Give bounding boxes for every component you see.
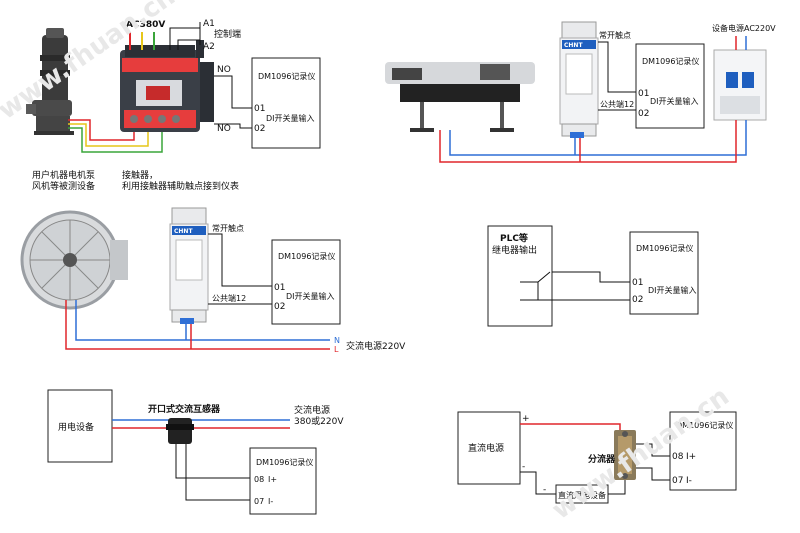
relay-image: CHNT bbox=[559, 21, 599, 138]
plc-label-2: 继电器输出 bbox=[492, 244, 537, 256]
pin-07-label: 07 bbox=[254, 497, 264, 506]
pin-01-label: 01 bbox=[274, 283, 285, 293]
recorder-box bbox=[629, 231, 699, 315]
recorder-title: DM1096记录仪 bbox=[676, 421, 733, 430]
panel-fan: CHNT 常开触点 公共端12 DM1096记录仪 01 DI开关量输入 02 … bbox=[20, 207, 406, 354]
plc-label-1: PLC等 bbox=[500, 232, 528, 244]
recorder-box bbox=[635, 43, 705, 129]
recorder-title: DM1096记录仪 bbox=[636, 244, 693, 253]
i-plus-label: I+ bbox=[686, 452, 696, 462]
di-input-label: DI开关量输入 bbox=[286, 291, 335, 301]
a2-label: A2 bbox=[203, 42, 215, 52]
device-label: 用电设备 bbox=[58, 421, 94, 433]
fan-image bbox=[20, 210, 128, 310]
relay-brand: CHNT bbox=[174, 228, 193, 235]
minus-label: - bbox=[522, 462, 525, 472]
no-bottom-label: NO bbox=[217, 124, 231, 134]
no-contact-label: 常开触点 bbox=[599, 30, 631, 40]
common-label: 公共端12 bbox=[212, 293, 246, 303]
ac-source-label-1: 交流电源 bbox=[294, 404, 330, 416]
dc-source-label: 直流电源 bbox=[468, 442, 504, 454]
panel-shunt: 直流电源 + - - 直流用电设备 分流器 DM1096记录仪 08 I+ 07… bbox=[457, 411, 737, 504]
pin-01-label: 01 bbox=[254, 104, 265, 114]
device-caption-1: 用户机器电机泵 bbox=[32, 169, 95, 181]
pump-motor-image bbox=[26, 28, 74, 135]
i-plus-label: I+ bbox=[268, 475, 277, 484]
relay-image: CHNT bbox=[169, 207, 209, 324]
common-label: 公共端12 bbox=[600, 99, 634, 109]
i-minus-label: I- bbox=[686, 476, 692, 486]
contactor-caption-2: 利用接触器辅助触点接到仪表 bbox=[122, 180, 239, 192]
recorder-box bbox=[251, 57, 321, 149]
di-input-label: DI开关量输入 bbox=[266, 113, 315, 123]
printer-image bbox=[385, 62, 535, 132]
control-end-label: 控制端 bbox=[214, 28, 241, 40]
plc-box bbox=[487, 225, 553, 327]
panel-plc: PLC等 继电器输出 DM1096记录仪 01 DI开关量输入 02 bbox=[487, 225, 699, 327]
recorder-title: DM1096记录仪 bbox=[258, 72, 315, 81]
contactor-caption-1: 接触器， bbox=[122, 169, 158, 181]
plus-label: + bbox=[522, 414, 530, 424]
panel-contactor: AC380V A1 控制端 A2 NO NO DM1096记录仪 01 DI开关… bbox=[26, 19, 321, 192]
recorder-title: DM1096记录仪 bbox=[256, 458, 313, 467]
dc-device-label: 直流用电设备 bbox=[558, 490, 606, 500]
recorder-box bbox=[249, 447, 317, 515]
ac380-label: AC380V bbox=[126, 20, 165, 30]
pin-02-label: 02 bbox=[254, 124, 265, 134]
i-minus-label: I- bbox=[268, 497, 273, 506]
shunt-label: 分流器 bbox=[588, 453, 616, 465]
di-input-label: DI开关量输入 bbox=[648, 285, 697, 295]
pin-01-label: 01 bbox=[632, 278, 643, 288]
relay-brand: CHNT bbox=[564, 42, 583, 49]
panel-printer: CHNT 常开触点 公共端12 DM1096记录仪 01 DI开关量输入 02 … bbox=[385, 21, 776, 163]
l-label: L bbox=[334, 345, 339, 354]
pin-02-label: 02 bbox=[638, 109, 649, 119]
n-label: N bbox=[334, 336, 340, 345]
di-input-label: DI开关量输入 bbox=[650, 96, 699, 106]
recorder-title: DM1096记录仪 bbox=[642, 57, 699, 66]
panel-ct: 用电设备 开口式交流互感器 交流电源 380或220V DM1096记录仪 08… bbox=[47, 389, 344, 515]
no-contact-label: 常开触点 bbox=[212, 223, 244, 233]
no-top-label: NO bbox=[217, 65, 231, 75]
dc-source-box bbox=[457, 411, 521, 485]
current-transformer-image bbox=[166, 418, 194, 444]
a1-label: A1 bbox=[203, 19, 215, 29]
contactor-image bbox=[120, 40, 214, 132]
pin-07-label: 07 bbox=[672, 476, 683, 486]
breaker-image bbox=[713, 49, 767, 121]
shunt-image bbox=[614, 430, 636, 480]
dc-minus-label: - bbox=[543, 485, 546, 495]
pin-02-label: 02 bbox=[632, 295, 643, 305]
ac220-label: 交流电源220V bbox=[346, 340, 406, 352]
device-box bbox=[47, 389, 113, 463]
recorder-box bbox=[669, 411, 737, 491]
pin-01-label: 01 bbox=[638, 89, 649, 99]
pin-08-label: 08 bbox=[672, 452, 684, 462]
pin-02-label: 02 bbox=[274, 302, 285, 312]
ac-source-label-2: 380或220V bbox=[294, 415, 344, 427]
power-label: 设备电源AC220V bbox=[712, 23, 776, 33]
recorder-box bbox=[271, 239, 341, 325]
ct-label: 开口式交流互感器 bbox=[148, 403, 221, 415]
pin-08-label: 08 bbox=[254, 475, 264, 484]
device-caption-2: 风机等被测设备 bbox=[32, 180, 95, 192]
recorder-title: DM1096记录仪 bbox=[278, 252, 335, 261]
